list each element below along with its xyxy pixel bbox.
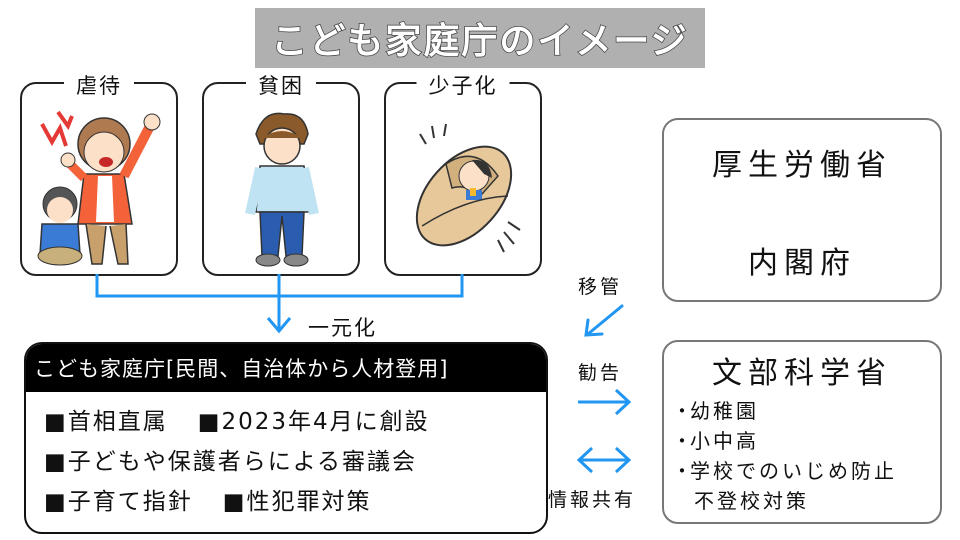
mext-item: ・学校でのいじめ防止 bbox=[672, 459, 897, 483]
down-arrow-icon bbox=[266, 317, 292, 334]
mhlw-cabinet-box: 厚生労働省 内閣府 bbox=[662, 118, 942, 302]
abuse-illustration-icon bbox=[37, 110, 161, 266]
agency-item: ■子どもや保護者らによる審議会 bbox=[44, 449, 418, 475]
bracket-line bbox=[95, 274, 464, 330]
agency-item: ■子育て指針 bbox=[44, 489, 193, 515]
baby-illustration-icon bbox=[415, 123, 521, 253]
mext-label: 文部科学省 bbox=[712, 356, 892, 391]
agency-item: ■首相直属 bbox=[44, 409, 168, 435]
mext-item: ・幼稚園 bbox=[672, 399, 759, 423]
issue-card-abuse: 虐待 bbox=[20, 70, 178, 276]
issue-card-poverty: 貧困 bbox=[202, 70, 360, 276]
agency-line: ■子どもや保護者らによる審議会 bbox=[44, 442, 546, 482]
recommend-arrow-icon bbox=[578, 388, 632, 416]
agency-header: こども家庭庁[民間、自治体から人材登用] bbox=[26, 344, 546, 392]
unify-label: 一元化 bbox=[308, 316, 377, 340]
transfer-arrow-icon bbox=[584, 304, 624, 337]
title-banner: こども家庭庁のイメージ bbox=[255, 8, 705, 68]
mext-box: 文部科学省 ・幼稚園 ・小中高 ・学校でのいじめ防止 不登校対策 bbox=[662, 340, 942, 524]
issue-label: 虐待 bbox=[64, 70, 134, 100]
agency-details: ■首相直属■2023年4月に創設 ■子どもや保護者らによる審議会 ■子育て指針■… bbox=[26, 392, 546, 522]
info-share-label: 情報共有 bbox=[548, 489, 637, 511]
issue-label: 少子化 bbox=[416, 70, 510, 100]
mhlw-label: 厚生労働省 bbox=[712, 148, 892, 183]
issue-label: 貧困 bbox=[246, 70, 316, 100]
poverty-illustration-icon bbox=[245, 112, 319, 267]
agency-line: ■首相直属 ■2023年4月に創設 bbox=[44, 402, 546, 442]
issue-card-low-birthrate: 少子化 bbox=[384, 70, 542, 276]
transfer-label: 移管 bbox=[578, 276, 623, 298]
share-arrow-icon bbox=[576, 446, 632, 474]
mext-items: ・幼稚園 ・小中高 ・学校でのいじめ防止 不登校対策 bbox=[672, 396, 940, 516]
agency-box: こども家庭庁[民間、自治体から人材登用] ■首相直属 ■2023年4月に創設 ■子… bbox=[24, 342, 548, 534]
recommend-label: 勧告 bbox=[578, 362, 623, 384]
mext-item: ・小中高 bbox=[672, 429, 759, 453]
mext-item-continuation: 不登校対策 bbox=[694, 489, 809, 513]
agency-item: ■性犯罪対策 bbox=[222, 489, 372, 515]
agency-line: ■子育て指針 ■性犯罪対策 bbox=[44, 482, 546, 522]
agency-item: ■2023年4月に創設 bbox=[197, 409, 430, 435]
cabinet-office-label: 内閣府 bbox=[748, 246, 856, 281]
page-title: こども家庭庁のイメージ bbox=[271, 20, 689, 63]
